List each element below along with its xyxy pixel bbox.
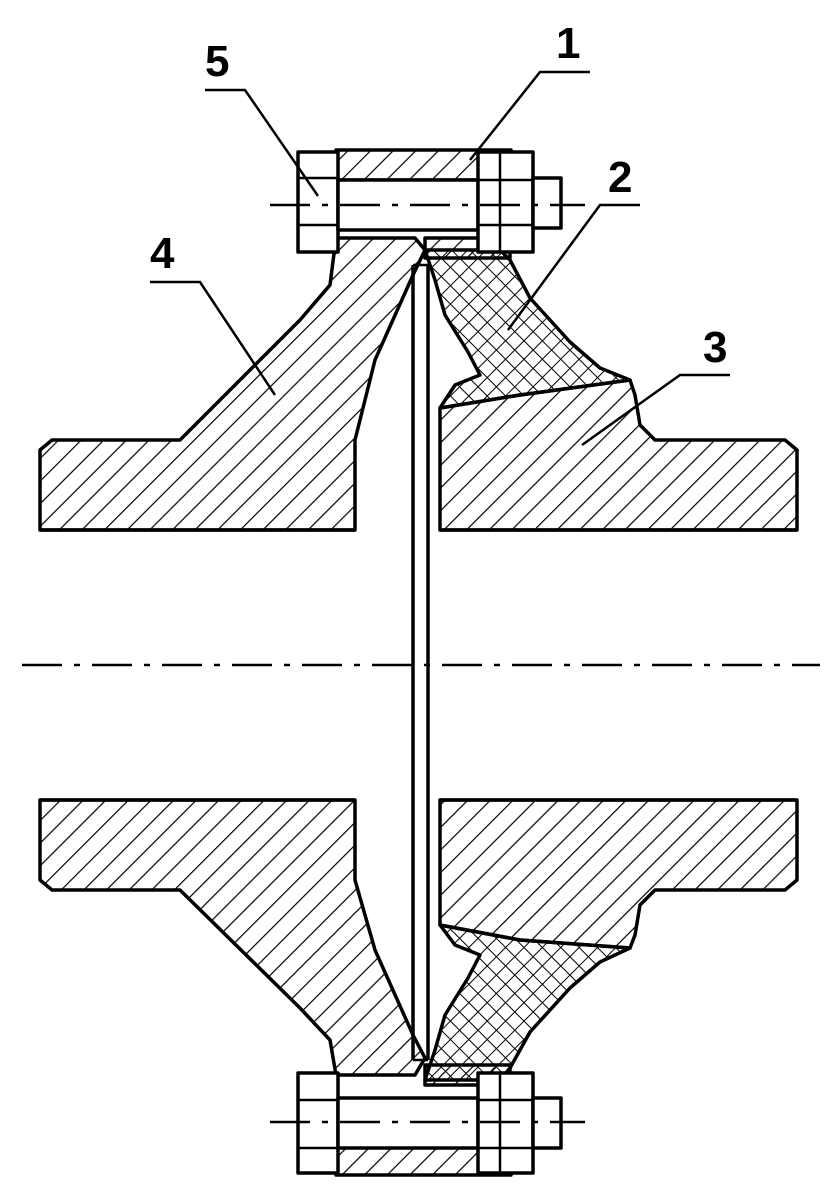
callout-2: 2	[608, 153, 632, 202]
leader-1	[469, 70, 590, 161]
leader-4	[150, 280, 277, 396]
left-hub-lower	[38, 798, 427, 1077]
rubber-element-lower	[423, 923, 632, 1082]
callout-4: 4	[150, 229, 175, 278]
callout-5: 5	[205, 37, 229, 86]
bolt-upper	[296, 150, 563, 254]
callout-3: 3	[703, 323, 727, 372]
right-hub-lower	[438, 798, 799, 950]
leader-5	[205, 88, 320, 197]
rubber-element-upper	[423, 248, 632, 410]
right-hub-upper	[438, 378, 799, 532]
leader-2	[506, 203, 640, 331]
callout-1: 1	[556, 19, 580, 68]
center-gap-plate	[411, 263, 430, 1062]
left-hub-upper	[38, 236, 427, 532]
leader-3	[581, 373, 730, 447]
